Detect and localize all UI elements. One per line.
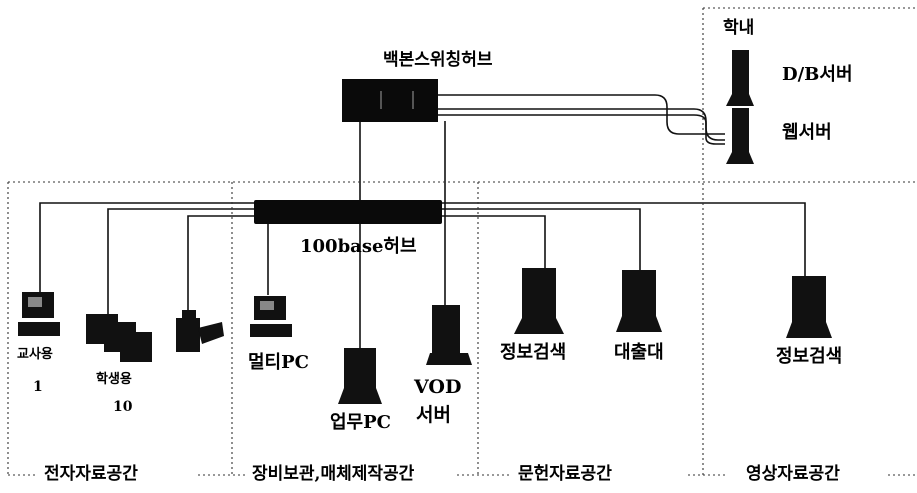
zone-label-video: 영상자료공간 — [746, 464, 840, 484]
student-count: 10 — [113, 399, 133, 415]
vod-label-line2: 서버 — [416, 404, 451, 426]
link-student-pc — [107, 208, 254, 315]
office-pc-icon — [338, 348, 382, 404]
info-search-2-label: 정보검색 — [776, 346, 843, 367]
multi-pc-label: 멀티PC — [248, 352, 309, 373]
link-loan-desk — [442, 208, 641, 272]
link-info-search-1 — [442, 215, 546, 270]
student-label: 학생용 — [96, 372, 132, 387]
info-search-1-icon — [514, 268, 564, 334]
link-web-server — [436, 114, 725, 145]
multi-pc-icon — [250, 296, 292, 338]
vod-server-icon — [426, 305, 472, 365]
hub-ports — [380, 91, 414, 109]
web-server-label: 웹서버 — [782, 122, 832, 143]
loan-desk-label: 대출대 — [614, 342, 664, 363]
teacher-count: 1 — [33, 379, 43, 395]
backbone-switching-hub — [342, 79, 438, 122]
db-server-label: D/B서버 — [782, 64, 853, 85]
printer-icon — [172, 308, 228, 354]
hub-100base — [254, 200, 442, 224]
office-pc-label: 업무PC — [330, 412, 391, 433]
info-search-2-icon — [786, 276, 832, 338]
hub100-label: 100base허브 — [300, 236, 417, 257]
web-server-icon — [724, 108, 754, 164]
link-teacher-pc — [39, 202, 254, 292]
teacher-label: 교사용 — [17, 347, 53, 362]
db-server-icon — [724, 50, 754, 106]
teacher-pc-icon — [18, 292, 60, 338]
zone-label-equipment: 장비보관,매체제작공간 — [252, 464, 415, 484]
link-db-server-2 — [436, 108, 725, 141]
link-info-search-2 — [442, 202, 806, 280]
link-printer — [187, 215, 254, 310]
zone-label-electronic: 전자자료공간 — [44, 464, 138, 484]
loan-desk-icon — [616, 270, 662, 332]
vod-label-line1: VOD — [414, 376, 462, 398]
campus-label: 학내 — [723, 18, 755, 38]
backbone-hub-label: 백본스위칭허브 — [383, 50, 493, 70]
info-search-1-label: 정보검색 — [500, 342, 567, 363]
student-pc-icon — [86, 314, 152, 364]
zone-label-literature: 문헌자료공간 — [518, 464, 612, 484]
